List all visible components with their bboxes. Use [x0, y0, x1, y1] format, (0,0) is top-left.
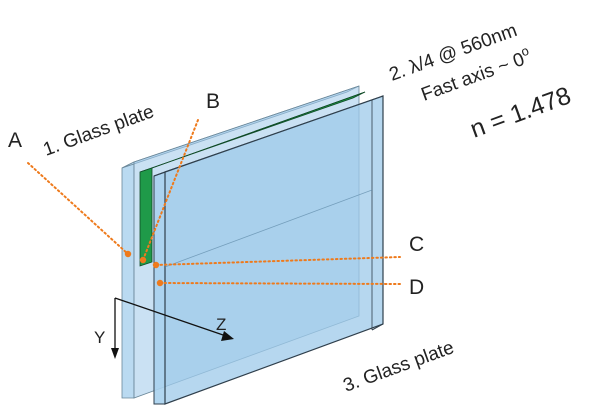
label-glass-plate-1: 1. Glass plate [41, 101, 157, 160]
leader-line-c [155, 256, 401, 266]
z-axis-line [114, 297, 227, 337]
label-point-b: B [206, 90, 220, 113]
y-axis-arrowhead [111, 348, 119, 359]
glass-plate-3 [153, 95, 384, 405]
leader-line-b [142, 119, 199, 261]
point-d-dot [156, 279, 164, 287]
point-a-dot [124, 250, 132, 258]
quarter-wave-plate [139, 91, 366, 267]
label-point-c: C [409, 233, 424, 256]
marker-d [156, 279, 401, 287]
point-b-dot [139, 256, 147, 264]
axis-y-label: Y [94, 328, 105, 347]
marker-b [139, 119, 199, 264]
coordinate-axes: Y Z [94, 297, 234, 359]
label-point-a: A [8, 129, 22, 152]
marker-c [152, 256, 401, 269]
z-axis-arrowhead [221, 331, 234, 341]
degree-superscript: o [519, 43, 531, 60]
leader-line-a [27, 162, 129, 255]
leader-line-d [159, 282, 401, 285]
marker-a [27, 162, 132, 258]
axis-z-label: Z [216, 315, 226, 334]
label-refractive-index: n = 1.478 [466, 81, 574, 143]
point-c-dot [152, 261, 160, 269]
label-glass-plate-3: 3. Glass plate [341, 337, 457, 396]
label-point-d: D [409, 276, 424, 299]
